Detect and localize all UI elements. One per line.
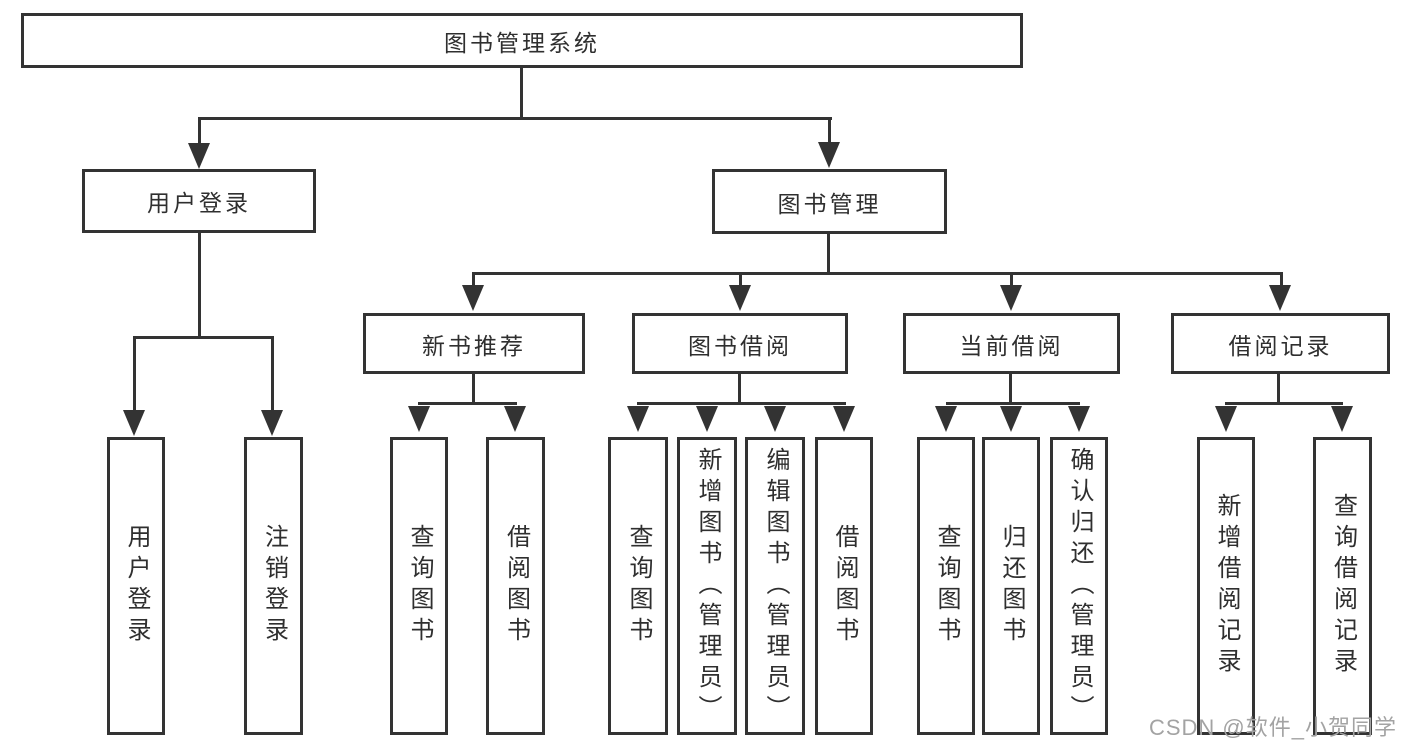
arrow-to-recommend-query bbox=[408, 406, 430, 432]
node-new-book-recommend-label: 新书推荐 bbox=[422, 332, 526, 359]
node-user-login: 用户登录 bbox=[82, 169, 316, 233]
node-library-system-label: 图书管理系统 bbox=[444, 29, 600, 56]
arrow-to-user-login bbox=[188, 143, 210, 169]
leaf-borrow-add-books-admin: 新增图书（管理员） bbox=[677, 437, 737, 735]
arrow-to-borrow-query bbox=[627, 406, 649, 432]
connector-book-mgmt-crossbar bbox=[472, 272, 1283, 275]
arrow-to-records-add bbox=[1215, 406, 1237, 432]
connector-user-login-crossbar bbox=[133, 336, 274, 339]
connector-user-login-right-drop bbox=[271, 336, 274, 411]
arrow-to-current-confirm bbox=[1068, 406, 1090, 432]
leaf-records-query-record: 查询借阅记录 bbox=[1313, 437, 1372, 735]
leaf-current-confirm-return-admin: 确认归还（管理员） bbox=[1050, 437, 1108, 735]
arrow-to-records bbox=[1269, 285, 1291, 311]
connector-user-login-left-drop bbox=[133, 336, 136, 411]
leaf-borrow-edit-books-admin-label: 编辑图书（管理员） bbox=[762, 446, 789, 726]
leaf-borrow-edit-books-admin: 编辑图书（管理员） bbox=[745, 437, 805, 735]
node-borrow-records: 借阅记录 bbox=[1171, 313, 1390, 374]
leaf-logout: 注销登录 bbox=[244, 437, 303, 735]
leaf-recommend-borrow-books-label: 借阅图书 bbox=[502, 524, 530, 648]
connector-borrow-crossbar bbox=[637, 402, 846, 405]
node-borrow-records-label: 借阅记录 bbox=[1228, 332, 1333, 359]
connector-to-current-drop bbox=[1010, 272, 1013, 286]
connector-current-crossbar bbox=[946, 402, 1080, 405]
arrow-to-current bbox=[1000, 285, 1022, 311]
connector-root-stem bbox=[520, 68, 523, 120]
arrow-to-records-query bbox=[1331, 406, 1353, 432]
leaf-borrow-query-books-label: 查询图书 bbox=[625, 524, 652, 648]
node-book-mgmt-label: 图书管理 bbox=[777, 190, 882, 217]
leaf-borrow-query-books: 查询图书 bbox=[608, 437, 668, 735]
leaf-records-add-record: 新增借阅记录 bbox=[1197, 437, 1255, 735]
connector-records-crossbar bbox=[1225, 402, 1343, 405]
connector-current-stem bbox=[1009, 374, 1012, 405]
node-library-system: 图书管理系统 bbox=[21, 13, 1023, 68]
leaf-records-query-record-label: 查询借阅记录 bbox=[1329, 493, 1357, 679]
connector-book-mgmt-stem bbox=[827, 234, 830, 275]
watermark: CSDN @软件_小贺同学 bbox=[1148, 715, 1397, 740]
arrow-to-borrow bbox=[729, 285, 751, 311]
arrow-to-current-return bbox=[1000, 406, 1022, 432]
connector-root-crossbar bbox=[198, 117, 832, 120]
leaf-current-return-books-label: 归还图书 bbox=[998, 524, 1025, 648]
leaf-user-login-label: 用户登录 bbox=[123, 524, 150, 648]
connector-recommend-stem bbox=[472, 374, 475, 405]
leaf-borrow-add-books-admin-label: 新增图书（管理员） bbox=[694, 446, 721, 726]
arrow-to-leaf-user-login bbox=[123, 410, 145, 436]
leaf-logout-label: 注销登录 bbox=[260, 524, 288, 648]
arrow-to-recommend bbox=[462, 285, 484, 311]
arrow-to-recommend-borrow bbox=[504, 406, 526, 432]
leaf-current-confirm-return-admin-label: 确认归还（管理员） bbox=[1066, 446, 1093, 726]
arrow-to-current-query bbox=[935, 406, 957, 432]
leaf-recommend-query-books: 查询图书 bbox=[390, 437, 448, 735]
leaf-recommend-borrow-books: 借阅图书 bbox=[486, 437, 545, 735]
connector-root-to-user-login-drop bbox=[198, 117, 201, 145]
node-book-borrow-label: 图书借阅 bbox=[688, 332, 792, 359]
leaf-current-return-books: 归还图书 bbox=[982, 437, 1040, 735]
node-current-borrow-label: 当前借阅 bbox=[959, 332, 1064, 359]
leaf-user-login: 用户登录 bbox=[107, 437, 165, 735]
connector-user-login-stem bbox=[198, 233, 201, 339]
connector-records-stem bbox=[1277, 374, 1280, 405]
connector-recommend-crossbar bbox=[418, 402, 517, 405]
node-book-borrow: 图书借阅 bbox=[632, 313, 848, 374]
connector-to-recommend-drop bbox=[472, 272, 475, 286]
leaf-records-add-record-label: 新增借阅记录 bbox=[1213, 493, 1240, 679]
arrow-to-leaf-logout bbox=[261, 410, 283, 436]
leaf-recommend-query-books-label: 查询图书 bbox=[406, 524, 433, 648]
arrow-to-borrow-add bbox=[696, 406, 718, 432]
leaf-borrow-borrow-books: 借阅图书 bbox=[815, 437, 873, 735]
node-book-mgmt: 图书管理 bbox=[712, 169, 947, 234]
connector-to-records-drop bbox=[1280, 272, 1283, 286]
arrow-to-borrow-edit bbox=[764, 406, 786, 432]
leaf-current-query-books: 查询图书 bbox=[917, 437, 975, 735]
node-user-login-label: 用户登录 bbox=[147, 190, 251, 216]
arrow-to-borrow-borrow bbox=[833, 406, 855, 432]
node-new-book-recommend: 新书推荐 bbox=[363, 313, 585, 374]
connector-root-to-book-mgmt-drop bbox=[828, 117, 831, 145]
connector-to-borrow-drop bbox=[739, 272, 742, 286]
leaf-borrow-borrow-books-label: 借阅图书 bbox=[831, 524, 858, 648]
connector-borrow-stem bbox=[738, 374, 741, 405]
node-current-borrow: 当前借阅 bbox=[903, 313, 1120, 374]
arrow-to-book-mgmt bbox=[818, 142, 840, 168]
leaf-current-query-books-label: 查询图书 bbox=[933, 524, 960, 648]
